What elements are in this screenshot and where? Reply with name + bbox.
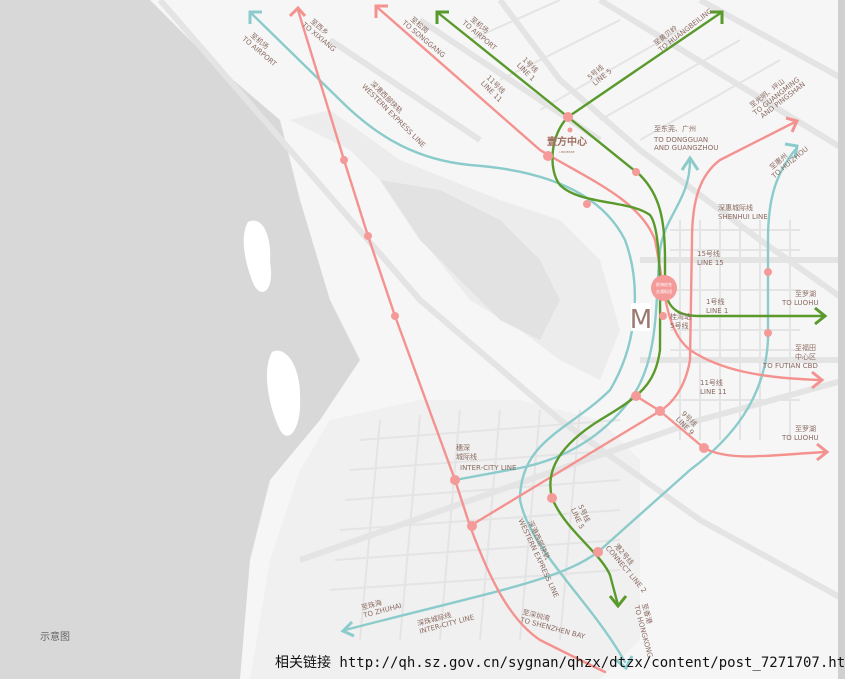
- arrow-to-songgang: [374, 4, 388, 18]
- shenhui-intercity-line: [343, 148, 797, 632]
- road-grid: [157, 0, 845, 641]
- station-guiwan[interactable]: [659, 312, 667, 320]
- station[interactable]: [699, 443, 709, 453]
- stations: [340, 112, 772, 557]
- svg-text:LINE 11: LINE 11: [700, 388, 727, 396]
- arrow-to-airport-teal: [248, 10, 262, 24]
- svg-text:AND GUANGZHOU: AND GUANGZHOU: [654, 144, 718, 152]
- station[interactable]: [450, 475, 460, 485]
- line-1: [435, 10, 827, 318]
- svg-text:TO LUOHU: TO LUOHU: [781, 299, 819, 307]
- station[interactable]: [631, 391, 641, 401]
- svg-text:LINE 15: LINE 15: [697, 259, 724, 267]
- station[interactable]: [547, 493, 557, 503]
- schematic-note: 示意图: [40, 632, 70, 643]
- bay-water: [380, 180, 560, 340]
- arrow-to-luohu-2: [816, 442, 830, 462]
- svg-text:M: M: [630, 305, 652, 335]
- station[interactable]: [391, 312, 399, 320]
- yifang-center-label: 壹方中心: [547, 135, 587, 148]
- svg-text:LINE 1: LINE 1: [706, 307, 728, 315]
- island-2: [266, 350, 301, 436]
- station[interactable]: [340, 156, 348, 164]
- hub-label-2: 交通枢纽: [656, 288, 672, 294]
- svg-text:SHENHUI LINE: SHENHUI LINE: [718, 213, 768, 221]
- svg-text:TO DONGGUAN: TO DONGGUAN: [653, 136, 708, 144]
- arrow-to-zhuhai: [340, 620, 355, 638]
- station[interactable]: [583, 200, 591, 208]
- station[interactable]: [764, 329, 772, 337]
- hub-label: 前海综合: [656, 281, 672, 287]
- svg-text:至罗湖: 至罗湖: [795, 424, 816, 433]
- station[interactable]: [632, 168, 640, 176]
- svg-text:至东莞、广州: 至东莞、广州: [654, 124, 696, 133]
- source-link-caption[interactable]: 相关链接 http://qh.sz.gov.cn/sygnan/qhzx/dtz…: [275, 655, 845, 671]
- svg-text:15号线: 15号线: [697, 249, 720, 258]
- arrow-to-huizhou: [784, 142, 799, 159]
- island-1: [243, 220, 272, 292]
- station[interactable]: [467, 521, 477, 531]
- svg-text:1号线: 1号线: [706, 297, 724, 306]
- station[interactable]: [563, 112, 573, 122]
- svg-text:TO FUTIAN CBD: TO FUTIAN CBD: [762, 362, 818, 370]
- station[interactable]: [364, 232, 372, 240]
- guiwan-label: 桂湾站: [670, 312, 691, 321]
- svg-text:至福田: 至福田: [795, 343, 816, 352]
- arrow-to-guangming: [785, 116, 800, 133]
- svg-text:11号线: 11号线: [700, 378, 723, 387]
- station[interactable]: [764, 268, 772, 276]
- arrow-to-dongguan: [680, 155, 700, 171]
- station[interactable]: [655, 406, 665, 416]
- intercity-line-north: [453, 158, 692, 482]
- svg-text:至罗湖: 至罗湖: [795, 289, 816, 298]
- logo-m: M: [630, 303, 652, 335]
- arrow-to-airport-green: [435, 10, 449, 24]
- hub-station[interactable]: [651, 275, 677, 301]
- yifang-marker: [567, 127, 573, 133]
- guiwan-line-label: 5号线: [670, 321, 688, 330]
- right-edge-strip: [838, 0, 845, 679]
- arrow-connect-line-2: [608, 595, 628, 609]
- sea: [0, 0, 360, 679]
- arrow-to-xixiang: [288, 5, 307, 18]
- svg-text:中心区: 中心区: [795, 352, 816, 361]
- svg-text:深惠城际线: 深惠城际线: [718, 203, 753, 212]
- arrow-to-futian: [811, 370, 825, 390]
- arrow-to-huangbeiling: [710, 10, 724, 24]
- arrow-to-hongkong: [615, 655, 634, 671]
- lower-land: [250, 400, 640, 679]
- yifang-center-sub: UNIVERSE: [559, 150, 574, 154]
- svg-text:城际线: 城际线: [456, 452, 477, 461]
- station[interactable]: [593, 547, 603, 557]
- svg-text:穗深: 穗深: [456, 443, 470, 452]
- svg-text:TO LUOHU: TO LUOHU: [781, 434, 819, 442]
- line-15: [468, 120, 797, 528]
- svg-text:INTER-CITY LINE: INTER-CITY LINE: [460, 464, 516, 472]
- station[interactable]: [543, 151, 553, 161]
- arrow-to-luohu-1: [814, 306, 828, 326]
